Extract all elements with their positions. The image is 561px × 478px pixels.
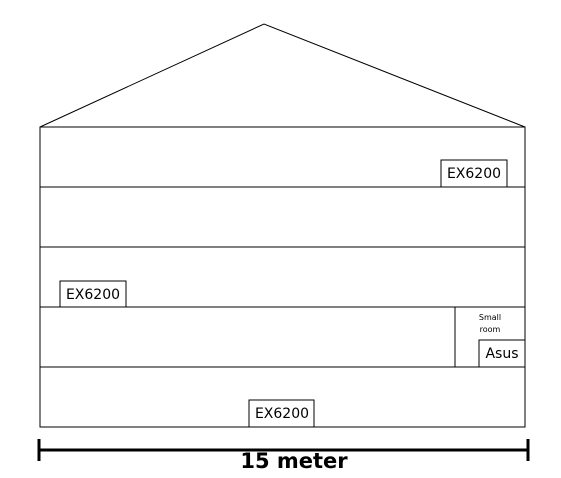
roof xyxy=(39,23,526,128)
device-label: EX6200 xyxy=(66,287,120,303)
device-box xyxy=(248,399,315,428)
router-label: Asus xyxy=(485,346,518,362)
small-room-label-line1: Small xyxy=(479,313,501,322)
floor-5-device: EX6200 xyxy=(248,399,315,428)
floor-1-device: EX6200 xyxy=(440,159,508,188)
device-label: EX6200 xyxy=(255,406,309,422)
floor-3-device: EX6200 xyxy=(59,280,127,308)
device-label: EX6200 xyxy=(447,166,501,182)
device-box xyxy=(440,159,508,188)
small-room: Small room Asus xyxy=(454,307,526,368)
scale-bar: 15 meter xyxy=(37,439,530,473)
scale-label: 15 meter xyxy=(240,449,348,473)
device-box xyxy=(59,280,127,308)
small-room-label-line2: room xyxy=(480,325,501,334)
router-box xyxy=(478,339,526,368)
